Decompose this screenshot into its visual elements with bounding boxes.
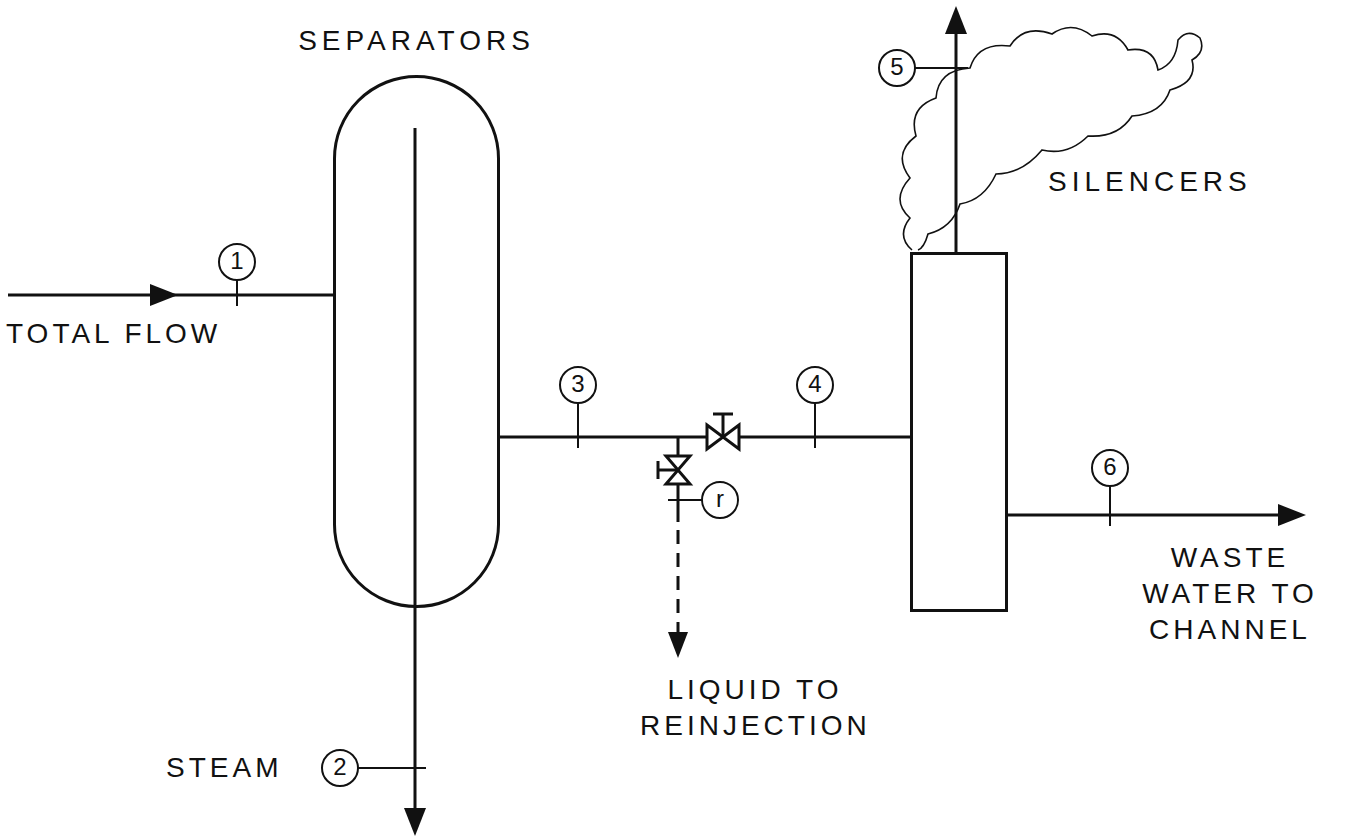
stream-label: LIQUID TO REINJECTION xyxy=(640,672,870,744)
unit-heading: SEPARATORS xyxy=(273,25,560,57)
flow-arrow xyxy=(945,6,967,34)
stream-label: STEAM xyxy=(166,750,316,786)
branch-pipe xyxy=(677,437,680,456)
valve-stem xyxy=(658,469,678,472)
stream-label: TOTAL FLOW xyxy=(6,316,306,352)
callout-tick xyxy=(814,403,816,448)
silencer-box-shape xyxy=(912,254,1007,611)
vent-line xyxy=(955,32,958,252)
callout-tick xyxy=(1109,486,1111,526)
flow-arrow xyxy=(150,284,178,306)
callout-circle xyxy=(219,244,255,280)
callout-number: r xyxy=(702,481,738,517)
separator-vessel-outline xyxy=(333,75,500,608)
valve-stem xyxy=(722,414,725,437)
callout-circle xyxy=(702,482,738,518)
silencer-box-outline xyxy=(910,252,1008,612)
callout-tick xyxy=(236,280,238,306)
callout-tick xyxy=(668,499,702,501)
callout-tick xyxy=(915,67,968,69)
pipe-connector xyxy=(500,436,910,439)
branch-pipe xyxy=(677,484,680,522)
valve-handle xyxy=(657,461,660,479)
separator-vessel-shape xyxy=(335,77,499,607)
stream-label: WASTE WATER TO CHANNEL xyxy=(1108,540,1352,648)
flow-arrow xyxy=(1278,504,1306,526)
steam-pipe xyxy=(414,128,417,812)
callout-circle xyxy=(560,367,596,403)
callout-circle xyxy=(322,750,358,786)
separator-vessel: SEPARATORS xyxy=(333,75,500,608)
callout-circles xyxy=(219,50,1128,786)
unit-heading: SILENCERS xyxy=(1048,166,1268,198)
waste-pipe xyxy=(1008,514,1280,517)
callout-number: 5 xyxy=(879,49,915,85)
callout-number: 3 xyxy=(560,366,596,402)
callout-circle xyxy=(1092,450,1128,486)
flow-arrow xyxy=(404,808,426,836)
reinjection-line xyxy=(677,530,680,632)
callout-number: 2 xyxy=(322,749,358,785)
callout-number: 6 xyxy=(1092,449,1128,485)
callout-number: 1 xyxy=(219,243,255,279)
callout-circle xyxy=(797,367,833,403)
callout-tick xyxy=(577,403,579,448)
silencer-box: SILENCERS xyxy=(910,252,1008,612)
callout-number: 4 xyxy=(797,366,833,402)
callout-tick xyxy=(358,767,426,769)
flow-arrow xyxy=(668,632,688,658)
steam-plume xyxy=(900,27,1202,250)
callout-circle xyxy=(879,50,915,86)
valve-handle xyxy=(713,413,733,416)
